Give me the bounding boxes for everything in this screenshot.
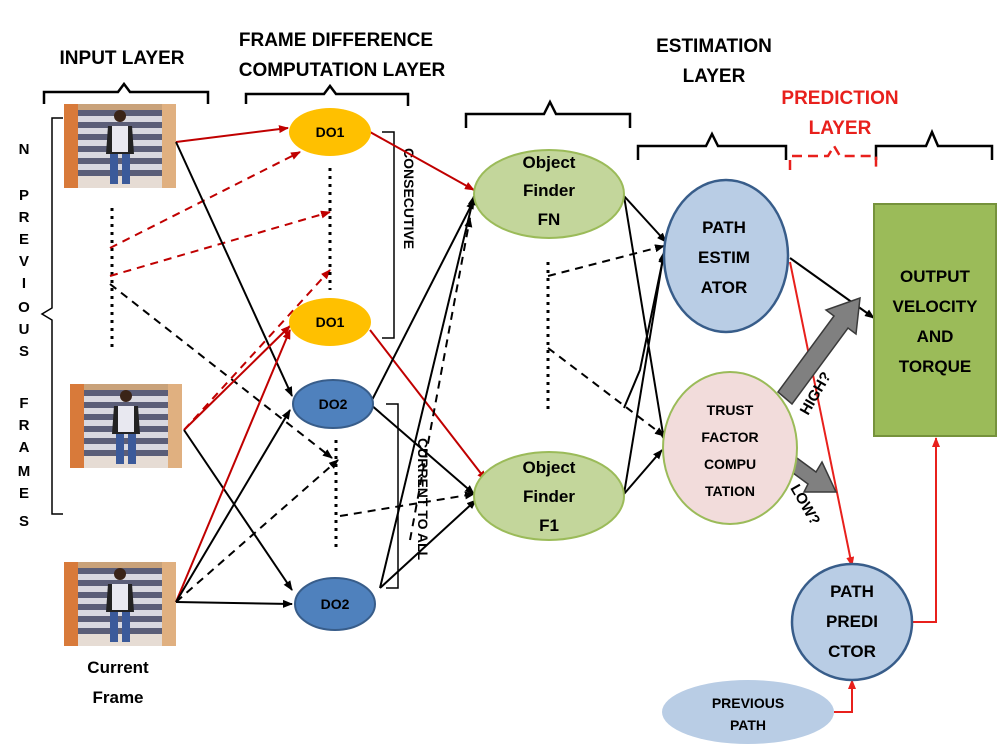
svg-text:E: E (19, 485, 29, 502)
svg-text:V: V (19, 253, 29, 270)
current-to-all-bracket (386, 403, 399, 589)
svg-text:F1: F1 (539, 516, 559, 535)
do1-top-node: DO1 (289, 108, 371, 156)
predictor-output-edge (912, 437, 940, 623)
svg-text:PATH: PATH (830, 582, 874, 601)
svg-text:TATION: TATION (705, 483, 755, 499)
path-estimator-node: PATH ESTIM ATOR (662, 178, 790, 334)
do1-mid-node: DO1 (289, 298, 371, 346)
svg-text:Finder: Finder (523, 181, 575, 200)
path-predictor-node: PATH PREDI CTOR (790, 562, 914, 682)
input-edges (109, 125, 339, 608)
svg-text:N: N (19, 141, 30, 158)
svg-text:A: A (19, 439, 30, 456)
svg-text:M: M (18, 463, 31, 480)
svg-text:I: I (22, 275, 26, 292)
svg-text:Object: Object (523, 153, 576, 172)
svg-text:E: E (19, 231, 29, 248)
prediction-layer-title-line2: LAYER (809, 118, 872, 139)
svg-text:R: R (19, 209, 30, 226)
current-frame-label-line2: Frame (92, 688, 143, 707)
estimator-output-edge (789, 257, 875, 319)
finder-edges (547, 195, 667, 495)
prediction-layer-title-line1: PREDICTION (781, 88, 898, 109)
n-previous-frames-label: N P R E V I O U S F R A M E S (18, 141, 31, 530)
object-finder-f1-node: Object Finder F1 (473, 451, 625, 541)
svg-text:Object: Object (523, 458, 576, 477)
svg-text:CTOR: CTOR (828, 642, 876, 661)
frame-diff-layer-title-line1: FRAME DIFFERENCE (239, 30, 433, 51)
svg-text:S: S (19, 343, 29, 360)
svg-text:DO1: DO1 (316, 124, 345, 140)
svg-text:FACTOR: FACTOR (701, 429, 758, 445)
layer-braces (42, 81, 994, 160)
svg-text:ESTIM: ESTIM (698, 248, 750, 267)
svg-text:AND: AND (917, 327, 954, 346)
svg-text:PATH: PATH (702, 218, 746, 237)
person-photo-icon (64, 104, 176, 188)
svg-text:S: S (19, 513, 29, 530)
svg-text:U: U (19, 321, 30, 338)
svg-text:PATH: PATH (730, 717, 766, 733)
person-photo-icon (64, 562, 176, 646)
svg-text:FN: FN (538, 210, 561, 229)
svg-text:ATOR: ATOR (701, 278, 748, 297)
svg-text:COMPU: COMPU (704, 456, 756, 472)
svg-text:Finder: Finder (523, 487, 575, 506)
svg-text:PREDI: PREDI (826, 612, 878, 631)
svg-text:PREVIOUS: PREVIOUS (712, 695, 784, 711)
svg-text:P: P (19, 187, 29, 204)
svg-text:F: F (19, 395, 28, 412)
svg-text:DO2: DO2 (319, 396, 348, 412)
do2-bot-node: DO2 (294, 577, 376, 631)
current-to-all-label: CURRENT TO ALL (415, 438, 431, 561)
high-arrow (776, 296, 861, 406)
do2-mid-node: DO2 (292, 379, 374, 429)
previous-frames-brace (40, 117, 63, 515)
svg-text:TORQUE: TORQUE (899, 357, 971, 376)
input-layer-title: INPUT LAYER (60, 48, 185, 69)
consecutive-bracket (382, 131, 395, 339)
output-box: OUTPUT VELOCITY AND TORQUE (873, 203, 997, 437)
person-photo-icon (70, 384, 182, 468)
estimation-layer-title-line1: ESTIMATION (656, 36, 772, 57)
svg-text:OUTPUT: OUTPUT (900, 267, 971, 286)
current-frame-label-line1: Current (87, 658, 149, 677)
svg-text:VELOCITY: VELOCITY (892, 297, 978, 316)
previous-path-node: PREVIOUS PATH (662, 680, 834, 744)
svg-text:TRUST: TRUST (707, 402, 754, 418)
svg-text:R: R (19, 417, 30, 434)
svg-text:DO2: DO2 (321, 596, 350, 612)
consecutive-label: CONSECUTIVE (401, 148, 417, 249)
trust-factor-node: TRUST FACTOR COMPU TATION (662, 371, 798, 525)
svg-text:O: O (18, 299, 30, 316)
object-finder-fn-node: Object Finder FN (473, 149, 625, 239)
prediction-brace (788, 143, 878, 170)
frame-diff-layer-title-line2: COMPUTATION LAYER (239, 60, 446, 81)
do-edges (339, 131, 487, 589)
estimation-layer-title-line2: LAYER (683, 66, 746, 87)
svg-text:DO1: DO1 (316, 314, 345, 330)
previous-path-edge (834, 679, 856, 713)
estimator-predictor-edge (789, 261, 855, 567)
